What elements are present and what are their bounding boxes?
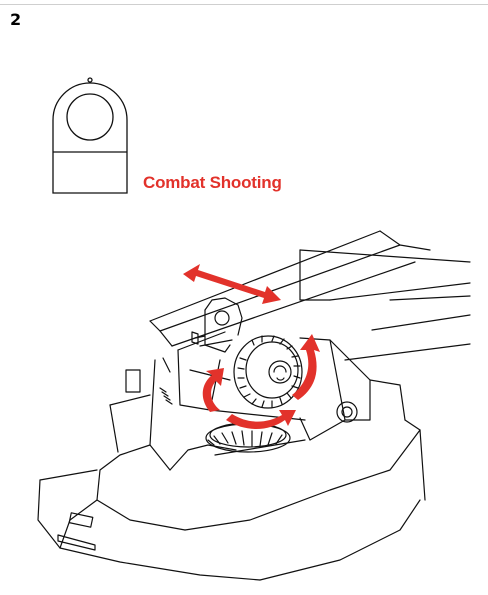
aperture-pin: [87, 77, 93, 83]
direction-arrows: [183, 264, 320, 429]
aperture-caption: Combat Shooting: [143, 173, 282, 192]
sight-drum: [233, 335, 303, 409]
elevation-arrow-right: [292, 334, 320, 400]
handle-inner-edge: [159, 244, 401, 332]
left-window: [125, 369, 141, 393]
elevation-arrow-left: [202, 368, 224, 412]
top-rule: [0, 4, 488, 5]
aperture-icon: [52, 77, 128, 194]
aperture-hole: [66, 93, 114, 141]
elevation-arrow-bottom: [226, 410, 296, 429]
aperture-outline: [52, 82, 128, 194]
windage-arrow: [183, 264, 281, 304]
sight-aperture-post: [214, 310, 230, 326]
step-number: 2: [10, 10, 22, 29]
receiver-body: [37, 230, 471, 581]
drum-center: [268, 360, 292, 384]
windage-knob: [336, 401, 358, 423]
handle-top-edge: [149, 230, 381, 322]
